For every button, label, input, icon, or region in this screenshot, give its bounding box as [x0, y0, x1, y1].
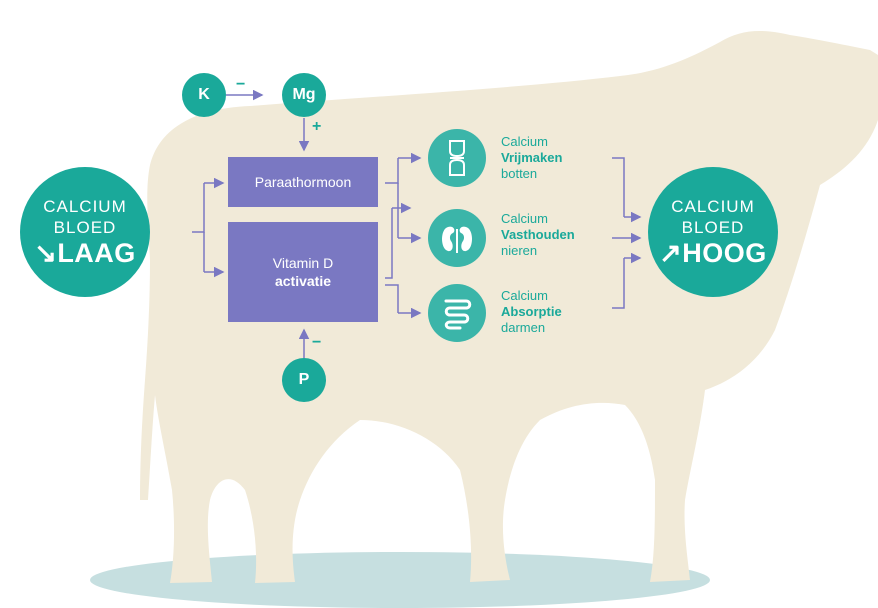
calcium-low-line1: CALCIUM — [43, 196, 127, 216]
effect-label-kidney: Calcium Vasthouden nieren — [501, 211, 575, 259]
effect-kidney-action: Vasthouden — [501, 227, 575, 242]
effect-bone-action: Vrijmaken — [501, 150, 563, 165]
effect-bone-line1: Calcium — [501, 134, 548, 149]
sign-p-to-vitd: − — [312, 334, 322, 351]
pth-box: Paraathormoon — [228, 157, 378, 207]
sign-mg-to-pth: + — [312, 118, 322, 135]
effect-intestine-action: Absorptie — [501, 304, 562, 319]
effect-kidney-organ: nieren — [501, 243, 538, 258]
pth-label: Paraathormoon — [254, 174, 352, 190]
arrow-vitd-branch — [385, 208, 393, 279]
bone-joint-icon-circle — [428, 129, 486, 187]
mineral-k-circle: K — [182, 73, 226, 117]
calcium-high-circle: CALCIUM BLOED ↗HOOG — [648, 167, 778, 297]
effect-intestine-line1: Calcium — [501, 288, 548, 303]
effect-kidney-line1: Calcium — [501, 211, 548, 226]
calcium-high-line1: CALCIUM — [671, 196, 755, 216]
vitd-box: Vitamin D activatie — [228, 222, 378, 322]
calcium-high-level: ↗HOOG — [659, 237, 767, 268]
bone-joint-icon — [449, 140, 465, 176]
calcium-low-line2: BLOED — [53, 217, 117, 237]
calcium-high-line2: BLOED — [681, 217, 745, 237]
effect-label-intestine: Calcium Absorptie darmen — [501, 288, 562, 336]
effect-label-bone: Calcium Vrijmaken botten — [501, 134, 562, 182]
kidney-icon-circle — [428, 209, 486, 267]
intestine-icon-circle — [428, 284, 486, 342]
effect-bone-organ: botten — [501, 166, 538, 181]
vitd-label-line1: Vitamin D — [272, 255, 334, 271]
arrow-down-icon: ↘ — [34, 237, 58, 268]
sign-k-to-mg: − — [236, 76, 246, 93]
mineral-mg-circle: Mg — [282, 73, 326, 117]
calcium-low-circle: CALCIUM BLOED ↘LAAG — [20, 167, 150, 297]
vitd-label-line2: activatie — [274, 273, 332, 289]
intestine-icon — [444, 299, 472, 330]
arrow-bone-to-high-path — [612, 157, 625, 217]
arrow-vitd-to-gut-path — [385, 284, 399, 313]
arrow-up-icon: ↗ — [659, 237, 683, 268]
mineral-p-circle: P — [282, 358, 326, 402]
calcium-low-level: ↘LAAG — [34, 237, 136, 268]
ground-shadow — [90, 552, 710, 608]
kidney-icon — [442, 226, 472, 253]
effect-intestine-organ: darmen — [501, 320, 546, 335]
arrow-gut-to-high-path — [612, 258, 625, 309]
